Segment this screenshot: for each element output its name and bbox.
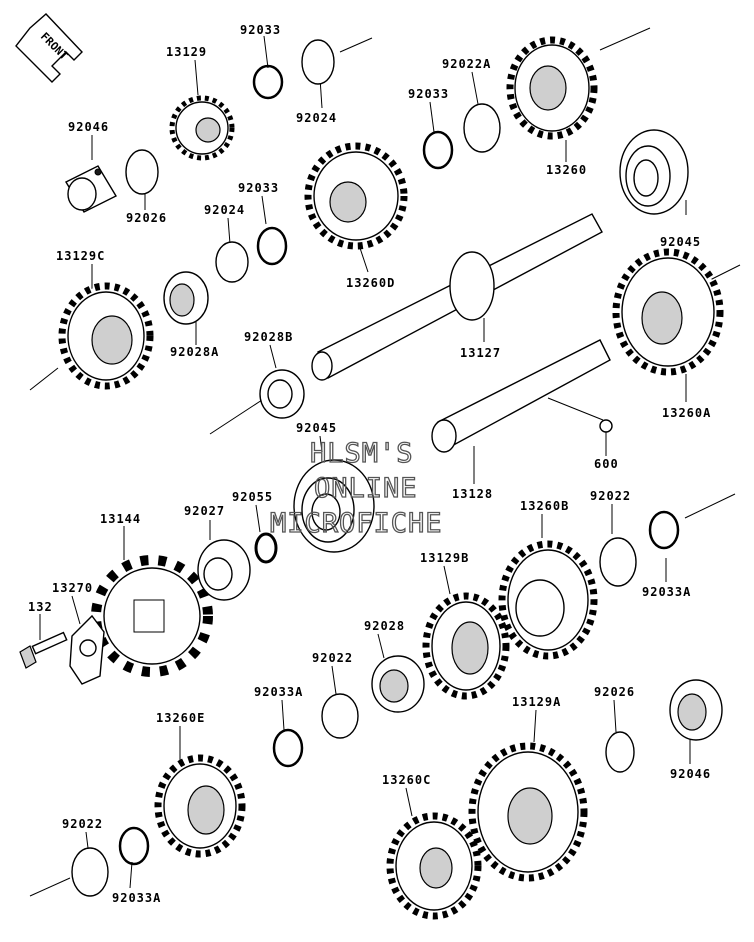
- label-92028a: 92028A: [170, 345, 219, 359]
- label-92028b: 92028B: [244, 330, 293, 344]
- label-92046-b: 92046: [670, 767, 711, 781]
- label-13260c: 13260C: [382, 773, 431, 787]
- label-92033-b: 92033: [238, 181, 279, 195]
- label-92045-top: 92045: [660, 235, 701, 249]
- label-92024-b: 92024: [204, 203, 245, 217]
- label-13260d: 13260D: [346, 276, 395, 290]
- shaft-13127-icon: [311, 213, 603, 381]
- label-13144: 13144: [100, 512, 141, 526]
- gear-13129c-icon: [58, 282, 154, 390]
- label-13127: 13127: [460, 346, 501, 360]
- gear-13260e-icon: [154, 754, 246, 858]
- label-92045-mid: 92045: [296, 421, 337, 435]
- washer-92022-icon: [71, 103, 637, 897]
- gear-13260c-icon: [386, 812, 482, 920]
- label-13260e: 13260E: [156, 711, 205, 725]
- label-92022-m: 92022: [312, 651, 353, 665]
- label-600: 600: [594, 457, 619, 471]
- bushing-92028b-icon: [259, 369, 305, 419]
- washer-92024-icon: [215, 39, 335, 283]
- gear-13129a-icon: [468, 742, 588, 882]
- label-92024-top: 92024: [296, 111, 337, 125]
- part-number-labels: 92033 13129 92024 92046 92026 92033 9202…: [28, 23, 711, 905]
- label-92033a-m: 92033A: [254, 685, 303, 699]
- watermark-line-2: ONLINE: [314, 473, 418, 504]
- label-13129c: 13129C: [56, 249, 105, 263]
- label-13260a: 13260A: [662, 406, 711, 420]
- label-13260: 13260: [546, 163, 587, 177]
- o-ring-92055-icon: [254, 532, 278, 564]
- label-92033-top: 92033: [240, 23, 281, 37]
- watermark-line-3: MICROFICHE: [270, 508, 443, 539]
- label-92022-r: 92022: [590, 489, 631, 503]
- gear-13129-icon: [169, 95, 235, 161]
- sprocket-13144-icon: [91, 555, 213, 677]
- washer-92026-top-icon: [125, 149, 159, 195]
- bearing-92045-top-icon: [619, 129, 689, 215]
- label-92027: 92027: [184, 504, 225, 518]
- bearing-92045-mid-icon: [293, 459, 375, 553]
- ball-600-icon: [599, 419, 613, 433]
- label-92026-b: 92026: [594, 685, 635, 699]
- bushing-92046-bottom-icon: [669, 679, 723, 741]
- plate-13270-icon: [69, 614, 105, 685]
- bushing-92028a-icon: [163, 271, 209, 325]
- shaft-13128-icon: [431, 339, 611, 453]
- label-13129a: 13129A: [512, 695, 561, 709]
- label-13260b: 13260B: [520, 499, 569, 513]
- gear-13260a-icon: [612, 248, 724, 376]
- axis-lines: [29, 27, 741, 897]
- label-92033a-bl: 92033A: [112, 891, 161, 905]
- watermark-line-1: HLSM'S: [310, 438, 414, 469]
- label-13129-top: 13129: [166, 45, 207, 59]
- label-92028: 92028: [364, 619, 405, 633]
- front-arrow-icon: FRONT: [15, 13, 83, 83]
- label-92022-bl: 92022: [62, 817, 103, 831]
- gear-13260d-icon: [304, 142, 408, 250]
- bushing-92028-icon: [371, 655, 425, 713]
- gear-13260b-icon: [498, 540, 598, 660]
- label-92033-mid: 92033: [408, 87, 449, 101]
- label-92046-top: 92046: [68, 120, 109, 134]
- label-13128: 13128: [452, 487, 493, 501]
- label-13270: 13270: [52, 581, 93, 595]
- label-132: 132: [28, 600, 53, 614]
- label-92055: 92055: [232, 490, 273, 504]
- label-13129b: 13129B: [420, 551, 469, 565]
- label-92033a-r: 92033A: [642, 585, 691, 599]
- washer-92026-bottom-icon: [605, 731, 635, 773]
- circlip-icon: [118, 64, 680, 866]
- gear-13129b-icon: [422, 592, 510, 700]
- collar-92027-icon: [197, 539, 251, 601]
- label-92022a: 92022A: [442, 57, 491, 71]
- gear-13260-icon: [506, 36, 598, 140]
- bolt-132-icon: [19, 631, 68, 669]
- watermark: HLSM'S ONLINE MICROFICHE: [269, 437, 443, 539]
- label-92026-top: 92026: [126, 211, 167, 225]
- bushing-92046-top-icon: [65, 165, 117, 213]
